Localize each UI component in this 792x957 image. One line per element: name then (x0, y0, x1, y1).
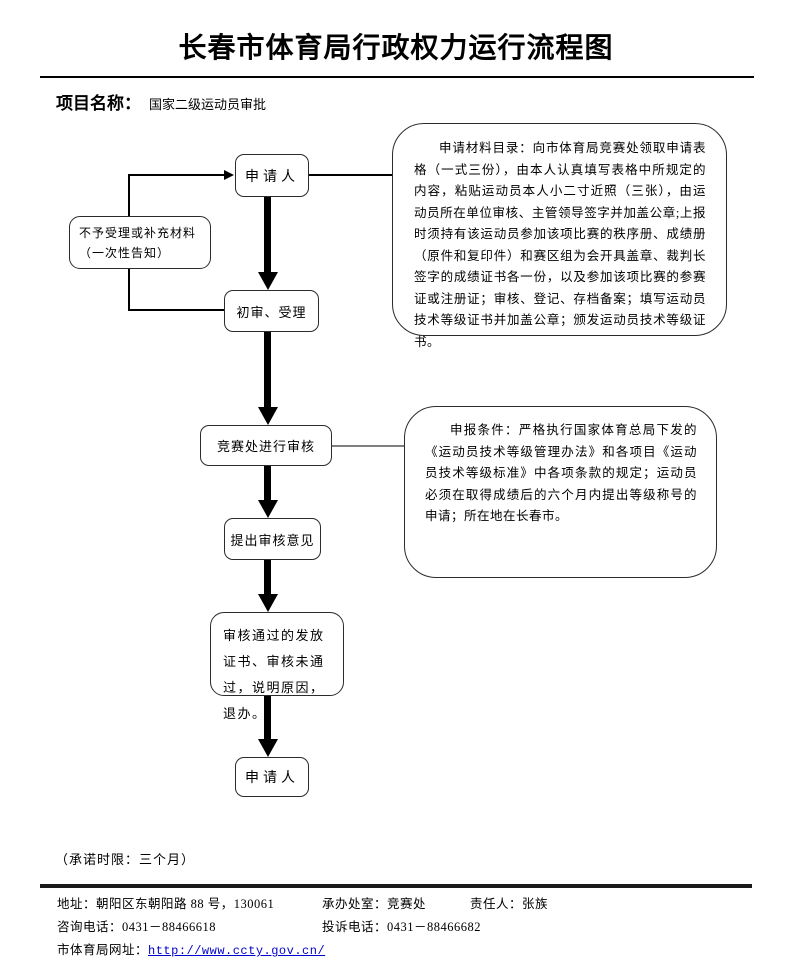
node-result: 审核通过的发放证书、审核未通过，说明原因，退办。 (210, 612, 344, 721)
down-arrow-icon-4 (258, 594, 278, 612)
promise-time-limit: （承诺时限：三个月） (55, 852, 196, 867)
footer-website-link[interactable]: http://www.ccty.gov.cn/ (148, 944, 326, 957)
node-initial-review-label: 初审、受理 (236, 304, 307, 320)
feedback-line-bottom (128, 309, 224, 311)
node-applicant-bottom: 申请人 (235, 757, 309, 797)
title-divider (40, 76, 754, 78)
down-arrow-icon-5 (258, 739, 278, 757)
feedback-line-top (128, 174, 224, 176)
project-name-value: 国家二级运动员审批 (149, 97, 267, 112)
callout-application-conditions-text: 申报条件：严格执行国家体育总局下发的《运动员技术等级管理办法》和各项目《运动员技… (425, 423, 697, 523)
project-name-line: 项目名称： 国家二级运动员审批 (56, 89, 266, 114)
node-competition-review-label: 竞赛处进行审核 (216, 439, 315, 454)
callout-application-conditions: 申报条件：严格执行国家体育总局下发的《运动员技术等级管理办法》和各项目《运动员技… (404, 406, 717, 578)
footer-divider (40, 884, 752, 888)
footer-website-label: 市体育局网址： (57, 943, 149, 957)
footer-address: 地址：朝阳区东朝阳路 88 号，130061 (57, 897, 275, 911)
footer-responsible: 责任人：张族 (470, 897, 549, 911)
footer-office: 承办处室：竞赛处 (322, 897, 427, 911)
node-reject-or-supplement: 不予受理或补充材料 （一次性告知） (69, 216, 211, 269)
down-arrow-icon-1 (258, 272, 278, 290)
node-review-opinion-label: 提出审核意见 (230, 532, 315, 548)
arrow-shaft-5 (264, 696, 271, 740)
project-name-label: 项目名称： (56, 94, 141, 113)
down-arrow-icon-3 (258, 500, 278, 518)
node-applicant-top-label: 申请人 (245, 169, 299, 185)
connector-applicant-materials (309, 174, 392, 176)
footer-complaint-phone: 投诉电话：0431－88466682 (322, 920, 482, 934)
node-review-opinion: 提出审核意见 (224, 518, 321, 560)
arrow-shaft-2 (264, 332, 271, 408)
arrow-shaft-3 (264, 466, 271, 501)
callout-application-materials: 申请材料目录：向市体育局竞赛处领取申请表格（一式三份），由本人认真填写表格中所规… (392, 123, 727, 349)
feedback-arrowhead-icon (224, 170, 234, 180)
arrow-shaft-4 (264, 560, 271, 595)
node-applicant-bottom-label: 申请人 (245, 771, 299, 786)
node-reject-line1: 不予受理或补充材料 (79, 225, 197, 240)
node-competition-review: 竞赛处进行审核 (200, 425, 332, 466)
connector-review-conditions (332, 445, 404, 447)
node-result-label: 审核通过的发放证书、审核未通过，说明原因，退办。 (223, 628, 325, 721)
down-arrow-icon-2 (258, 407, 278, 425)
callout-application-materials-text: 申请材料目录：向市体育局竞赛处领取申请表格（一式三份），由本人认真填写表格中所规… (414, 141, 706, 349)
node-initial-review: 初审、受理 (224, 290, 319, 332)
page-title: 长春市体育局行政权力运行流程图 (178, 32, 614, 63)
footer-consult-phone: 咨询电话：0431－88466618 (57, 920, 217, 934)
arrow-shaft-1 (264, 197, 271, 273)
node-applicant-top: 申请人 (235, 154, 309, 197)
footer-website-line: 市体育局网址：http://www.ccty.gov.cn/ (57, 939, 325, 957)
node-reject-line2: （一次性告知） (79, 245, 171, 260)
